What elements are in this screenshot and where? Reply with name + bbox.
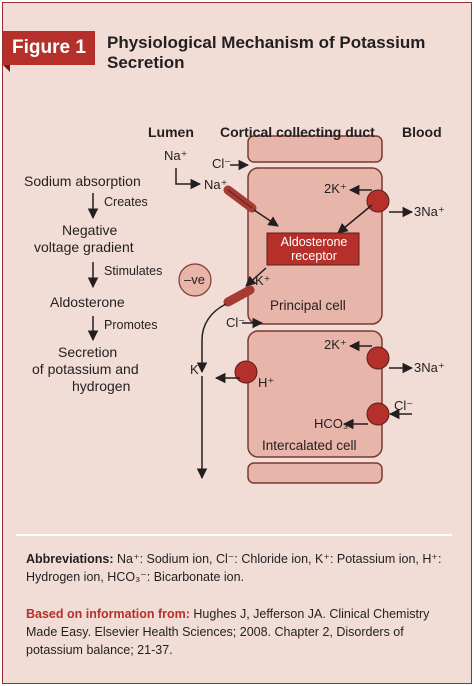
figure-title: Physiological Mechanism of Potassium Sec…: [107, 33, 426, 72]
flow-of-potassium: of potassium and: [32, 361, 139, 377]
blood-header: Blood: [402, 124, 442, 140]
lumen-header: Lumen: [148, 124, 194, 140]
source-label: Based on information from:: [26, 607, 190, 621]
flow-sodium-absorption: Sodium absorption: [24, 173, 141, 189]
flow-secretion: Secretion: [58, 344, 118, 360]
cl-hco3-exchanger: [366, 402, 390, 426]
k-lumen-label: K⁺: [190, 362, 206, 377]
flow-verb-creates: Creates: [104, 195, 148, 209]
aldosterone-receptor-label: Aldosterone receptor: [280, 235, 348, 263]
intercalated-cell-label: Intercalated cell: [262, 438, 357, 453]
na-lumen-label: Na⁺: [164, 148, 188, 163]
cl-top-label: Cl⁻: [212, 156, 232, 171]
cl-mid-label: Cl⁻: [226, 315, 246, 330]
flow-verb-stimulates: Stimulates: [104, 264, 163, 278]
two-k-top-label: 2K⁺: [324, 181, 347, 196]
h-plus-label: H⁺: [258, 375, 275, 390]
flow-voltage-gradient: voltage gradient: [34, 239, 134, 255]
mechanism-diagram: [87, 135, 414, 484]
cl-bottom-label: Cl⁻: [394, 398, 414, 413]
negative-charge-label: –ve: [184, 272, 205, 287]
lower-cell-stub: [247, 462, 383, 484]
aldosterone-receptor-box: [266, 232, 360, 266]
k-secretion-label: K⁺: [255, 273, 271, 288]
figure-label: Figure 1: [3, 31, 95, 72]
abbreviations-text: Na⁺: Sodium ion, Cl⁻: Chloride ion, K⁺: …: [26, 552, 442, 584]
section-divider: [16, 534, 452, 536]
abbreviations-label: Abbreviations:: [26, 552, 114, 566]
three-na-bottom-label: 3Na⁺: [414, 360, 445, 375]
hco3-label: HCO₃⁻: [314, 416, 356, 431]
flow-aldosterone: Aldosterone: [50, 294, 125, 310]
h-pump: [234, 360, 258, 384]
flow-negative: Negative: [62, 222, 118, 238]
source-note: Based on information from: Hughes J, Jef…: [26, 605, 446, 659]
abbreviations-note: Abbreviations: Na⁺: Sodium ion, Cl⁻: Chl…: [26, 550, 446, 586]
na-entry-label: Na⁺: [204, 177, 228, 192]
source-text: Hughes J, Jefferson JA. Clinical Chemist…: [26, 607, 430, 657]
negative-charge-circle: [178, 263, 212, 297]
upper-cell-stub: [247, 135, 383, 163]
two-k-bottom-label: 2K⁺: [324, 337, 347, 352]
na-k-pump-bottom: [366, 346, 390, 370]
three-na-top-label: 3Na⁺: [414, 204, 445, 219]
duct-header: Cortical collecting duct: [220, 124, 375, 140]
flow-hydrogen: hydrogen: [72, 378, 131, 394]
principal-cell-label: Principal cell: [270, 298, 346, 313]
flow-verb-promotes: Promotes: [104, 318, 158, 332]
na-k-pump-top: [366, 189, 390, 213]
